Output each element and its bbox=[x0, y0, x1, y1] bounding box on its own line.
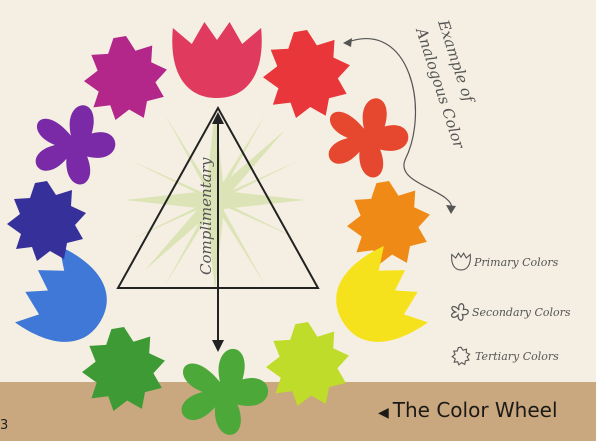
flower-blue-tulip bbox=[9, 242, 123, 359]
legend: Primary Colors Secondary Colors Tertiary… bbox=[452, 253, 571, 365]
flower-yellow-green bbox=[266, 322, 349, 406]
flower-green bbox=[182, 349, 269, 435]
flower-red-violet bbox=[84, 36, 167, 120]
center-starburst bbox=[125, 110, 305, 290]
star-flower-outline-icon bbox=[452, 347, 469, 365]
flower-red-orange bbox=[263, 30, 350, 118]
flower-violet bbox=[36, 105, 116, 184]
four-petal-outline-icon bbox=[452, 304, 469, 321]
legend-primary-label: Primary Colors bbox=[473, 256, 559, 269]
legend-secondary-label: Secondary Colors bbox=[472, 306, 571, 319]
diagram-title-text: The Color Wheel bbox=[393, 398, 558, 422]
flower-orange-red bbox=[329, 98, 409, 177]
tulip-outline-icon bbox=[452, 253, 471, 270]
flower-red-tulip bbox=[172, 22, 261, 98]
analogous-arrowhead-top bbox=[343, 38, 352, 47]
flower-orange bbox=[347, 181, 430, 265]
legend-tertiary-label: Tertiary Colors bbox=[475, 350, 559, 363]
pointer-arrow-icon: ◀ bbox=[378, 405, 389, 421]
analogous-arrowhead-bottom bbox=[446, 205, 456, 214]
page-number: 3 bbox=[0, 418, 8, 433]
diagram-title: ◀The Color Wheel bbox=[378, 398, 558, 422]
flower-blue-green bbox=[82, 327, 165, 411]
complimentary-label: Complimentary bbox=[197, 157, 215, 275]
flower-yellow-tulip bbox=[320, 242, 434, 359]
flower-blue-violet bbox=[7, 181, 86, 261]
